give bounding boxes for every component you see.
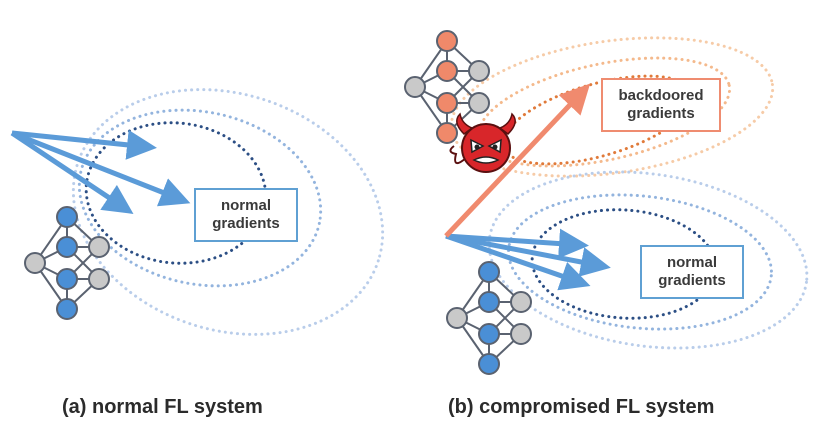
neural-network-icon [446,261,532,375]
label-line-1: backdoored [618,87,704,104]
label-line-2: gradients [212,215,280,232]
caption-panel-a: (a) normal FL system [62,396,263,418]
label-line-1: normal [666,254,717,271]
neural-network-icon [24,206,110,320]
label-line-2: gradients [627,105,695,122]
caption-panel-b: (b) compromised FL system [448,396,715,418]
backdoor-gradient-arrow [444,83,591,238]
panel-b [404,30,809,375]
normal-gradients-label-b: normal gradients [640,245,744,299]
gradient-arrows-a [10,129,191,214]
label-line-2: gradients [658,272,726,289]
normal-gradient-arrows-b [445,228,611,291]
label-line-1: normal [220,197,271,214]
backdoored-gradients-label: backdoored gradients [601,78,721,132]
devil-icon [449,112,516,173]
normal-gradients-label-a: normal gradients [194,188,298,242]
neural-network-icon [404,30,490,144]
